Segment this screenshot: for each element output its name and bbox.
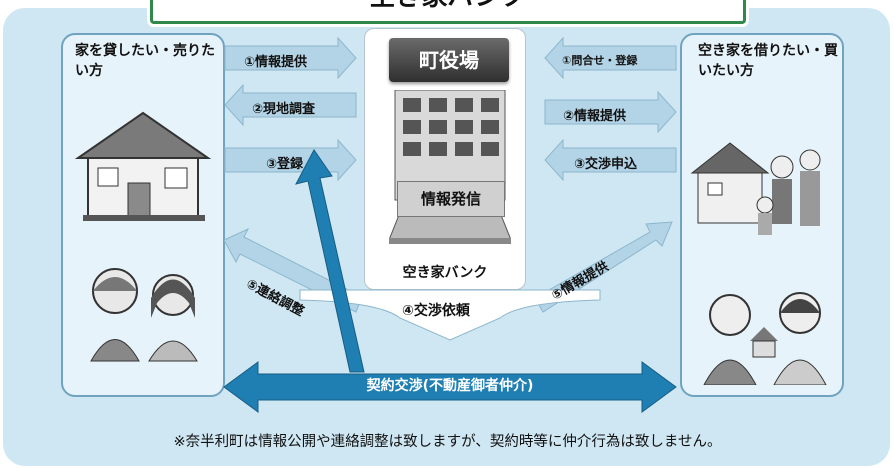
owner-panel: 家を貸したい・売りたい方: [61, 33, 225, 397]
owner-panel-title: 家を貸したい・売りたい方: [75, 43, 215, 79]
info-broadcast-label: 情報発信: [397, 181, 505, 217]
registration-arrow: [295, 149, 365, 373]
left-arrow-1-label: ①情報提供: [244, 55, 308, 70]
left-arrow-1: [224, 36, 357, 80]
seeker-panel-title: 空き家を借りたい・買いたい方: [698, 43, 838, 79]
left-arrow-3-label: ③登録: [266, 157, 304, 172]
right-arrow-3-label: ③交渉申込: [574, 157, 638, 172]
house-illustration: [74, 111, 212, 221]
vacant-house-bank-label: 空き家バンク: [402, 265, 488, 281]
contract-arrow-label: 契約交渉(不動産御者仲介): [366, 378, 534, 394]
owner-couple-illustration: [90, 268, 198, 362]
request-arrow-label: ④交渉依頼: [402, 303, 470, 319]
right-arrow-1-label: ①問合せ・登録: [562, 54, 638, 67]
contract-arrow: [223, 361, 677, 413]
left-arrow-2-label: ②現地調査: [252, 102, 316, 117]
right-arrow-1: [544, 36, 677, 80]
right-arrow-2-label: ②情報提供: [563, 109, 627, 124]
right-arrow-3: [544, 138, 677, 182]
right-arrow-2: [544, 90, 677, 134]
left-arrow-2: [224, 83, 357, 127]
title-box: 空き家バンク: [150, 0, 746, 24]
handover-illustration: [703, 292, 827, 385]
town-office-label: 町役場: [389, 38, 509, 82]
disclaimer-note: ※奈半利町は情報公開や連絡調整は致しますが、契約時等に仲介行為は致しません。: [173, 434, 722, 450]
seeker-panel: 空き家を借りたい・買いたい方: [680, 33, 844, 397]
diagram-title: 空き家バンク: [153, 0, 743, 11]
family-illustration: [690, 142, 821, 235]
